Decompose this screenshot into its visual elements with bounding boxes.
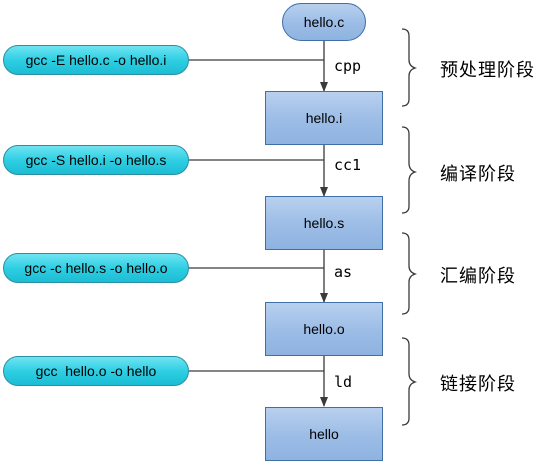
tool-label-cpp: cpp (333, 57, 363, 75)
command-compile: gcc -S hello.i -o hello.s (3, 145, 189, 175)
tool-label-cc1: cc1 (333, 156, 363, 174)
command-compile-text: gcc -S hello.i -o hello.s (25, 152, 167, 168)
tool-label-as: as (333, 263, 354, 281)
tool-label-ld: ld (333, 373, 354, 391)
stage-label-compile: 编译阶段 (440, 164, 516, 185)
node-hello-o: hello.o (265, 302, 383, 356)
command-preprocess: gcc -E hello.c -o hello.i (3, 45, 189, 75)
command-assemble-text: gcc -c hello.s -o hello.o (24, 260, 168, 276)
brace-preprocess (401, 28, 418, 107)
command-link-text: gcc hello.o -o hello (35, 363, 157, 379)
brace-assemble (401, 232, 418, 315)
node-hello-s-label: hello.s (303, 215, 345, 231)
node-hello: hello (265, 407, 383, 461)
brace-compile (401, 126, 418, 214)
node-hello-c: hello.c (282, 3, 366, 41)
stage-label-link: 链接阶段 (440, 374, 516, 395)
stage-label-preprocess: 预处理阶段 (440, 60, 535, 81)
node-hello-label: hello (309, 426, 339, 442)
node-hello-c-label: hello.c (303, 14, 345, 30)
command-preprocess-text: gcc -E hello.c -o hello.i (25, 52, 167, 68)
node-hello-s: hello.s (265, 196, 383, 250)
command-link: gcc hello.o -o hello (3, 356, 189, 386)
stage-label-assemble: 汇编阶段 (440, 266, 516, 287)
brace-link (401, 337, 418, 426)
node-hello-i-label: hello.i (305, 110, 343, 126)
command-assemble: gcc -c hello.s -o hello.o (3, 253, 189, 283)
node-hello-i: hello.i (265, 91, 383, 145)
node-hello-o-label: hello.o (303, 321, 345, 337)
